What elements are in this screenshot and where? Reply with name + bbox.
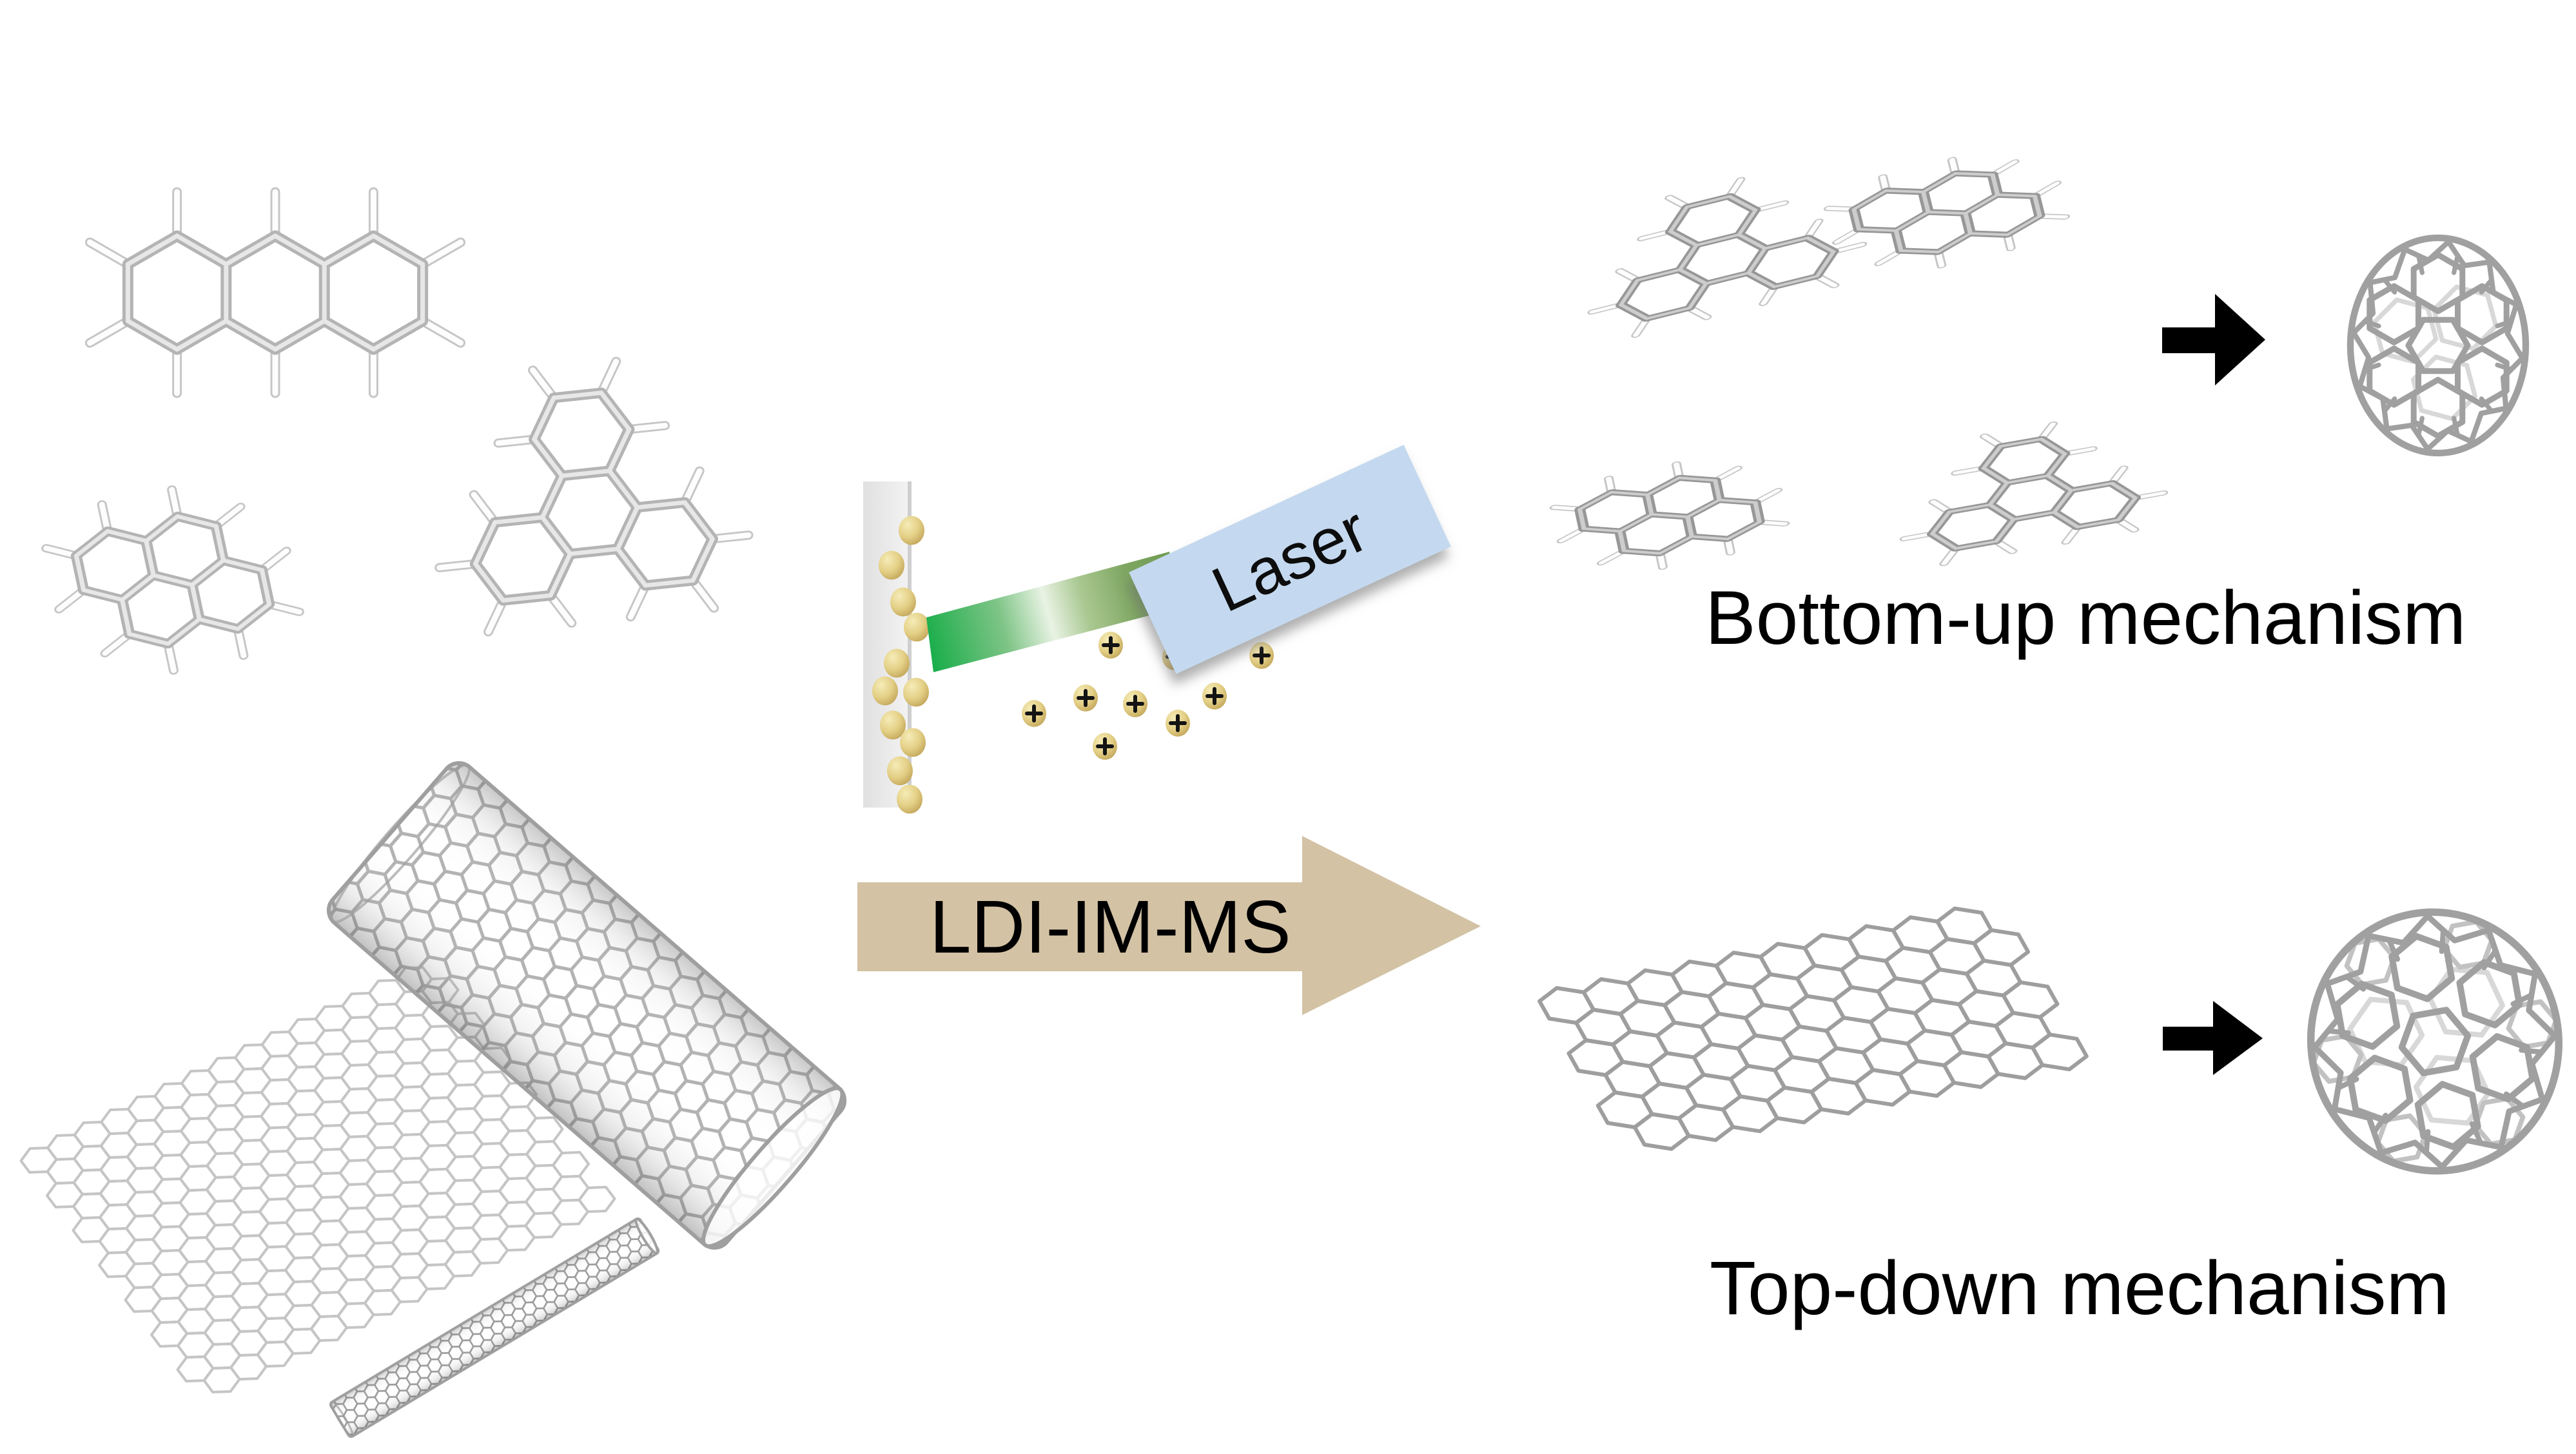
graphene-sheet <box>17 955 620 1404</box>
ion-particle <box>1249 642 1274 669</box>
sample-droplets <box>872 516 930 814</box>
anthracene-molecule <box>84 187 466 398</box>
large-carbon-nanotube <box>326 761 847 1250</box>
pah-fragment-2 <box>1823 157 2071 269</box>
sample-droplet <box>887 756 913 786</box>
ion-particle <box>1022 700 1046 727</box>
sample-droplet <box>900 728 926 757</box>
ion-particle <box>1202 683 1227 710</box>
ldi-process-arrow <box>857 836 1481 1015</box>
giant-fullerene <box>2307 908 2563 1175</box>
pah-fragment-4 <box>1899 421 2169 567</box>
ion-particle <box>1073 684 1098 712</box>
pah-fragment-3 <box>1549 461 1790 570</box>
ion-particle <box>1123 690 1147 717</box>
ion-particle <box>1166 710 1190 737</box>
top-down-arrow <box>2163 1001 2263 1075</box>
sample-droplet <box>904 612 930 642</box>
ion-particle <box>1098 632 1123 659</box>
sample-droplet <box>884 648 910 678</box>
bottom-up-arrow <box>2162 294 2265 385</box>
c60-fullerene <box>2347 234 2530 457</box>
sample-droplet <box>897 784 922 814</box>
sample-droplet <box>899 516 924 545</box>
pah-fragment-1 <box>1587 177 1868 338</box>
sample-droplet <box>880 710 906 740</box>
phenanthrene-molecule <box>41 485 304 675</box>
bottom-up-mechanism-label: Bottom-up mechanism <box>1705 576 2466 661</box>
ion-cloud <box>1022 632 1274 760</box>
triphenylene-molecule <box>434 356 754 637</box>
ion-particle <box>1093 733 1117 760</box>
sample-droplet <box>903 677 929 707</box>
sample-droplet <box>890 587 916 617</box>
sample-droplet <box>879 550 904 580</box>
graphene-flake <box>1535 900 2092 1158</box>
process-arrow-label: LDI-IM-MS <box>930 885 1291 969</box>
small-carbon-nanotube <box>329 1217 660 1438</box>
laser-beam <box>926 552 1181 672</box>
sample-droplet <box>872 676 898 706</box>
top-down-mechanism-label: Top-down mechanism <box>1710 1246 2450 1331</box>
